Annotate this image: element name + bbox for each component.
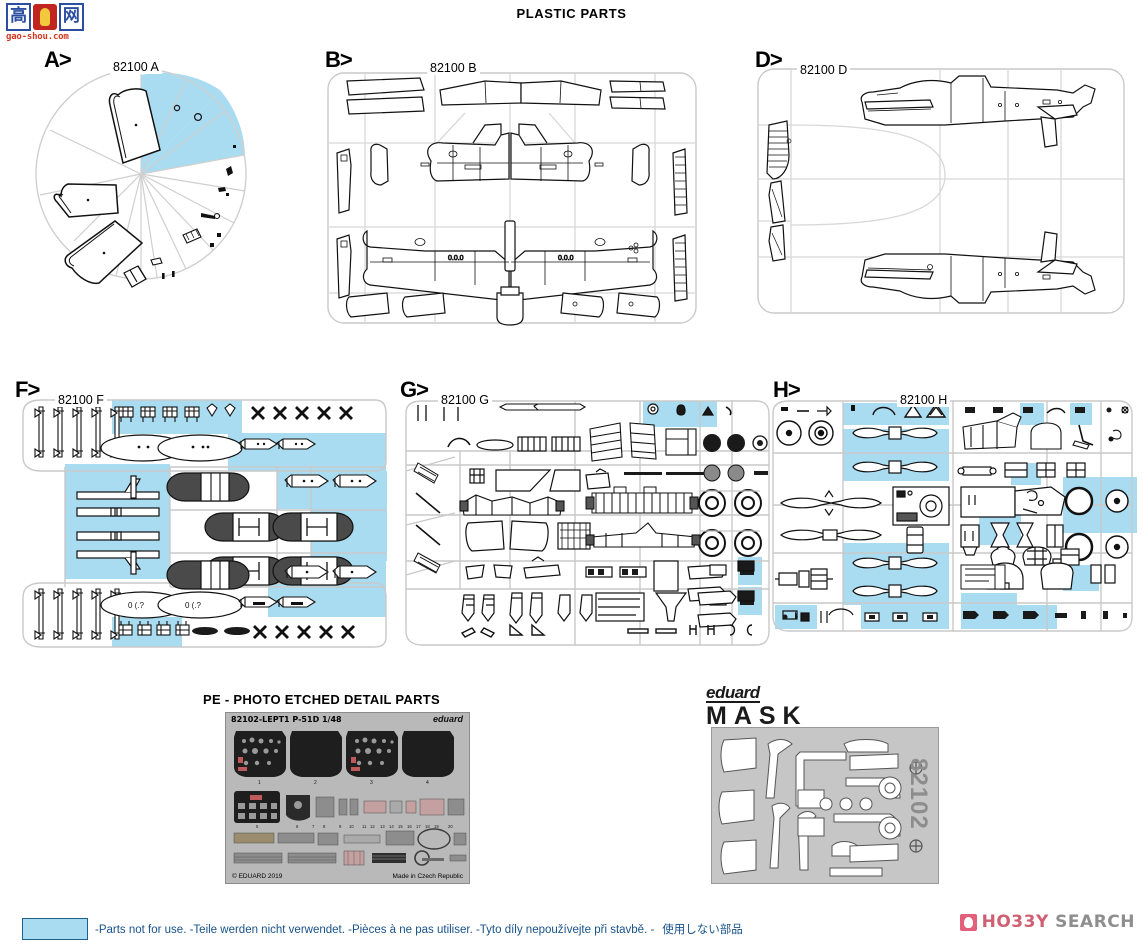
svg-text:13: 13: [380, 824, 385, 829]
hobby-search-text: HO33Y SEARCH: [982, 912, 1135, 932]
svg-text:2: 2: [314, 780, 317, 786]
svg-text:0.0.0: 0.0.0: [558, 255, 574, 262]
sprue-g-code: 82100 G: [438, 393, 492, 407]
sprue-g-drawing: [405, 400, 770, 646]
mask-sheet-drawing: [718, 737, 923, 877]
svg-text:10: 10: [349, 824, 354, 829]
pe-section-title: PE - PHOTO ETCHED DETAIL PARTS: [203, 692, 441, 707]
sprue-b-drawing: 0.0.0 0.0.0: [327, 72, 697, 326]
page-title: PLASTIC PARTS: [516, 6, 627, 21]
sprue-g-letter: G>: [400, 377, 429, 402]
sprue-h: H> 82100 H: [765, 375, 1140, 655]
mask-sheet-number: 82102: [905, 758, 932, 830]
svg-text:14: 14: [389, 824, 394, 829]
legend-text-jp: 使用しない部品: [662, 922, 743, 936]
svg-text:20: 20: [448, 824, 453, 829]
svg-text:12: 12: [370, 824, 375, 829]
legend: -Parts not for use. -Teile werden nicht …: [22, 918, 743, 940]
sprue-d-drawing: [757, 68, 1125, 314]
sprue-b-code: 82100 B: [427, 61, 480, 75]
svg-text:17: 17: [416, 824, 421, 829]
sprue-h-drawing: [772, 400, 1137, 632]
pe-fret-origin: Made in Czech Republic: [392, 873, 463, 880]
hobby-search-word2: SEARCH: [1048, 912, 1135, 932]
svg-text:19: 19: [434, 824, 439, 829]
watermark-url: gao-shou.com: [6, 32, 69, 42]
sprue-d: D> 82100 D: [755, 45, 1130, 335]
sprue-d-code: 82100 D: [797, 63, 851, 77]
svg-text:0.0.0: 0.0.0: [448, 255, 464, 262]
watermark-char-wang: 网: [58, 3, 85, 31]
watermark-seal-icon: [33, 4, 57, 30]
mask-brand: eduard: [706, 683, 760, 703]
svg-text:11: 11: [362, 824, 367, 829]
mask-title: MASK: [706, 702, 808, 730]
svg-text:0 (.?: 0 (.?: [185, 601, 202, 610]
legend-text: -Parts not for use. -Teile werden nicht …: [95, 921, 743, 937]
svg-text:4: 4: [426, 780, 429, 786]
svg-text:7: 7: [312, 824, 315, 829]
legend-color-swatch: [22, 918, 88, 940]
svg-text:8: 8: [323, 824, 326, 829]
svg-text:1: 1: [258, 780, 261, 786]
legend-text-multilang: -Parts not for use. -Teile werden nicht …: [95, 924, 655, 936]
sprue-a-letter: A>: [44, 47, 72, 72]
sprue-f-code: 82100 F: [55, 393, 107, 407]
pe-fret-brand: eduard: [432, 714, 463, 724]
svg-text:3: 3: [370, 780, 373, 786]
svg-text:15: 15: [398, 824, 403, 829]
hobby-search-word1: HO33Y: [981, 912, 1049, 932]
sprue-d-letter: D>: [755, 47, 783, 72]
sprue-f-drawing: 0 (.? 0 (.?: [22, 399, 387, 648]
hobby-search-logo: HO33Y SEARCH: [959, 912, 1135, 932]
svg-text:5: 5: [256, 824, 259, 829]
svg-text:6: 6: [296, 824, 299, 829]
hobby-search-mark-icon: [959, 913, 977, 931]
sprue-g: G> 82100 G: [400, 375, 775, 655]
sprue-h-letter: H>: [773, 377, 801, 402]
sprue-a-code: 82100 A: [110, 60, 162, 74]
sprue-a-drawing: [35, 68, 247, 288]
watermark-char-gao: 高: [6, 3, 32, 31]
mask-sheet: 82102: [711, 727, 939, 884]
gaoshou-watermark: 高 网 gao-shou.com: [6, 3, 85, 45]
sprue-h-code: 82100 H: [897, 393, 951, 407]
pe-fret: 82102-LEPT1 P-51D 1/48 eduard: [225, 712, 470, 884]
pe-fret-code: 82102-LEPT1 P-51D 1/48: [231, 715, 342, 724]
sprue-f-letter: F>: [15, 377, 40, 402]
pe-fret-copyright: © EDUARD 2019: [232, 873, 283, 880]
sprue-b: B> 82100 B: [325, 45, 700, 335]
svg-text:18: 18: [425, 824, 430, 829]
svg-text:0 (.?: 0 (.?: [128, 601, 145, 610]
sprue-b-letter: B>: [325, 47, 353, 72]
svg-text:16: 16: [407, 824, 412, 829]
sprue-f: F> 82100 F: [15, 375, 390, 655]
mask-logo: eduard MASK: [706, 683, 866, 729]
sprue-a: A> 82100 A: [20, 45, 320, 335]
watermark-glyph-row: 高 网: [6, 3, 85, 31]
svg-text:9: 9: [339, 824, 342, 829]
